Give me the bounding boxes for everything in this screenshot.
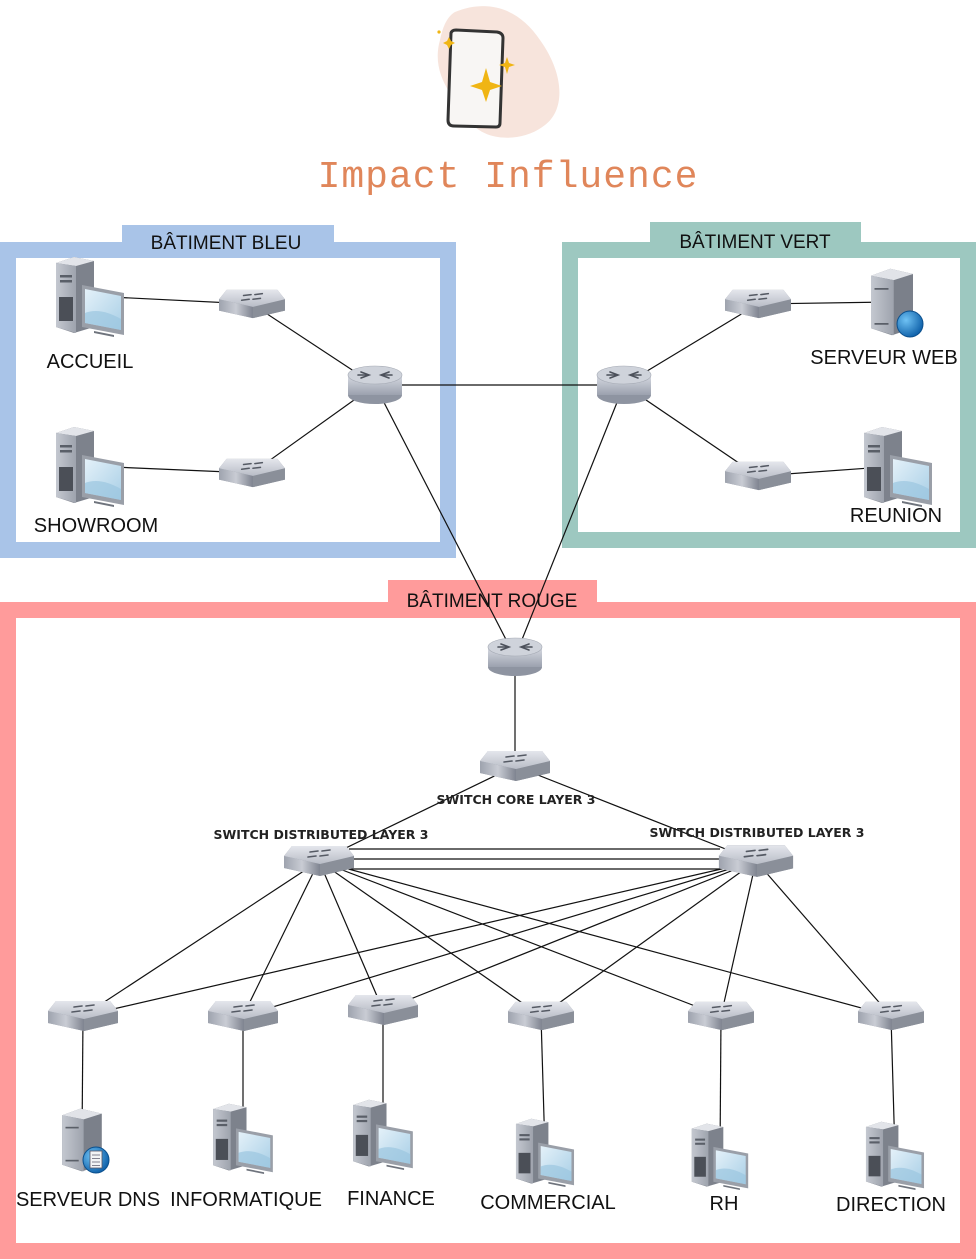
node-vert-sw2[interactable] xyxy=(724,461,792,491)
link-vert-router-vert-sw2 xyxy=(623,384,759,477)
workstation-icon xyxy=(353,1099,413,1170)
node-label-commercial: COMMERCIAL xyxy=(480,1192,616,1214)
node-dist-right[interactable]: SWITCH DISTRIBUTED LAYER 3 xyxy=(650,825,865,878)
l3-switch-icon xyxy=(347,994,419,1026)
node-acc-fin[interactable] xyxy=(347,994,419,1026)
workstation-icon xyxy=(213,1103,273,1174)
node-vert-router[interactable] xyxy=(596,365,652,405)
brand-logo xyxy=(437,6,560,138)
building-bleu: BÂTIMENT BLEU xyxy=(0,225,456,558)
l3-switch-icon xyxy=(283,845,355,877)
node-label-serveur-dns: SERVEUR DNS xyxy=(16,1189,160,1211)
node-vert-sw1[interactable] xyxy=(724,289,792,319)
node-label-dist-left: SWITCH DISTRIBUTED LAYER 3 xyxy=(214,827,429,842)
brand-name: Impact Influence xyxy=(318,156,699,199)
building-bleu-label: BÂTIMENT BLEU xyxy=(151,232,302,254)
globe-icon xyxy=(896,310,924,338)
node-label-rh: RH xyxy=(710,1193,739,1215)
router-icon xyxy=(347,365,403,405)
node-core[interactable]: SWITCH CORE LAYER 3 xyxy=(437,750,596,807)
building-vert-tab xyxy=(650,222,861,254)
building-vert-label: BÂTIMENT VERT xyxy=(679,231,831,253)
link-dist-right-acc-dir xyxy=(755,860,892,1017)
node-serveur-web[interactable]: SERVEUR WEB xyxy=(810,268,958,369)
building-rouge-tab xyxy=(388,580,597,616)
workstation-icon xyxy=(865,1121,925,1190)
node-showroom[interactable]: SHOWROOM xyxy=(34,427,158,537)
router-icon xyxy=(487,637,543,677)
node-commercial[interactable]: COMMERCIAL xyxy=(480,1118,616,1214)
link-dist-left-acc-com xyxy=(318,860,542,1017)
link-dist-left-acc-rh xyxy=(318,860,722,1017)
building-rouge: BÂTIMENT ROUGE xyxy=(0,580,976,1259)
node-rh[interactable]: RH xyxy=(691,1123,749,1215)
node-serveur-dns[interactable]: SERVEUR DNS xyxy=(16,1108,160,1211)
nodes-layer: ACCUEIL SHOWROOM SERVEUR WEB REUNION SWITCH … xyxy=(16,257,958,1216)
link-dist-right-acc-fin xyxy=(382,860,757,1011)
switch-icon xyxy=(724,289,792,319)
link-vert-router-rouge-router xyxy=(514,384,625,658)
node-rouge-router[interactable] xyxy=(487,637,543,677)
workstation-icon xyxy=(56,257,124,337)
workstation-icon xyxy=(515,1118,575,1187)
link-dist-right-acc-rh xyxy=(720,860,757,1017)
node-bleu-sw2[interactable] xyxy=(218,458,286,488)
workstation-icon xyxy=(691,1123,749,1190)
node-direction[interactable]: DIRECTION xyxy=(836,1121,946,1216)
node-accueil[interactable]: ACCUEIL xyxy=(47,257,134,373)
workstation-icon xyxy=(864,427,932,507)
l3-switch-icon xyxy=(47,1000,119,1032)
link-core-dist-right xyxy=(514,765,757,862)
node-label-showroom: SHOWROOM xyxy=(34,515,158,537)
node-label-finance: FINANCE xyxy=(347,1188,435,1210)
switch-icon xyxy=(218,289,286,319)
link-dist-left-acc-fin xyxy=(318,860,384,1011)
building-bleu-tab xyxy=(122,225,334,255)
workstation-icon xyxy=(56,427,124,507)
switch-icon xyxy=(724,461,792,491)
node-label-informatique: INFORMATIQUE xyxy=(170,1189,322,1211)
link-core-dist-left xyxy=(318,765,516,862)
node-acc-com[interactable] xyxy=(507,1001,575,1031)
router-icon xyxy=(596,365,652,405)
node-acc-dir[interactable] xyxy=(857,1001,925,1031)
building-vert: BÂTIMENT VERT xyxy=(562,222,976,548)
node-dist-left[interactable]: SWITCH DISTRIBUTED LAYER 3 xyxy=(214,827,429,877)
node-bleu-sw1[interactable] xyxy=(218,289,286,319)
node-acc-dns[interactable] xyxy=(47,1000,119,1032)
link-dist-right-acc-info xyxy=(242,860,757,1017)
node-label-dist-right: SWITCH DISTRIBUTED LAYER 3 xyxy=(650,825,865,840)
switch-icon xyxy=(218,458,286,488)
building-rouge-label: BÂTIMENT ROUGE xyxy=(407,590,578,612)
l3-switch-icon xyxy=(718,844,794,878)
l3-switch-icon xyxy=(479,750,551,782)
node-label-accueil: ACCUEIL xyxy=(47,351,134,373)
node-acc-info[interactable] xyxy=(207,1000,279,1032)
node-label-reunion: REUNION xyxy=(850,505,942,527)
l3-switch-icon xyxy=(857,1001,925,1031)
l3-switch-icon xyxy=(687,1001,755,1031)
node-acc-rh[interactable] xyxy=(687,1001,755,1031)
smartphone-sparkle-icon xyxy=(437,28,515,129)
l3-switch-icon xyxy=(207,1000,279,1032)
node-reunion[interactable]: REUNION xyxy=(850,427,942,527)
link-dist-right-acc-com xyxy=(540,860,757,1017)
node-informatique[interactable]: INFORMATIQUE xyxy=(170,1103,322,1211)
link-dist-left-acc-info xyxy=(242,860,320,1017)
l3-switch-icon xyxy=(507,1001,575,1031)
link-dist-left-acc-dns xyxy=(82,860,320,1017)
node-finance[interactable]: FINANCE xyxy=(347,1099,435,1210)
node-bleu-router[interactable] xyxy=(347,365,403,405)
link-bleu-router-rouge-router xyxy=(374,384,516,658)
node-label-core: SWITCH CORE LAYER 3 xyxy=(437,792,596,807)
building-rouge-frame xyxy=(0,602,976,1259)
link-dist-left-acc-dir xyxy=(318,860,892,1017)
node-label-direction: DIRECTION xyxy=(836,1194,946,1216)
links-layer xyxy=(81,295,899,1157)
node-label-serveur-web: SERVEUR WEB xyxy=(810,347,957,369)
link-dist-right-acc-dns xyxy=(82,860,757,1017)
